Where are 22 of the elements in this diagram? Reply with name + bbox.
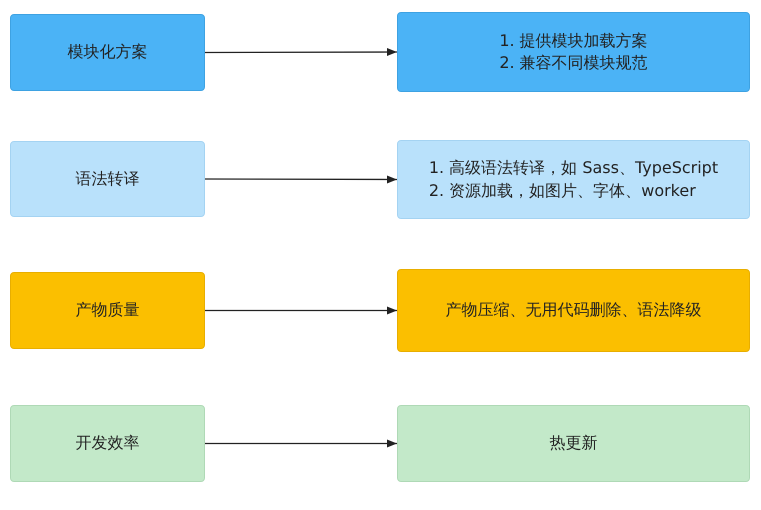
category-box bbox=[10, 272, 205, 349]
box-text: 热更新 bbox=[550, 432, 598, 454]
box-text: 1. 高级语法转译，如 Sass、TypeScript bbox=[428, 157, 718, 180]
category-box bbox=[10, 141, 205, 217]
box-text: 2. 兼容不同模块规范 bbox=[499, 52, 648, 74]
box-text: 开发效率 bbox=[76, 432, 140, 454]
box-text: 语法转译 bbox=[76, 168, 140, 190]
box-text: 2. 资源加载，如图片、字体、worker bbox=[428, 180, 696, 202]
category-box bbox=[10, 405, 205, 482]
result-box bbox=[397, 269, 750, 352]
box-text: 模块化方案 bbox=[68, 41, 148, 64]
result-box bbox=[397, 12, 750, 92]
result-box bbox=[397, 140, 750, 219]
arrow bbox=[205, 48, 397, 56]
box-text: 产物质量 bbox=[76, 299, 140, 322]
arrow bbox=[205, 306, 397, 314]
category-box bbox=[10, 14, 205, 91]
arrow bbox=[205, 175, 397, 184]
result-box bbox=[397, 405, 750, 482]
box-text: 产物压缩、无用代码删除、语法降级 bbox=[446, 299, 702, 322]
arrow bbox=[205, 440, 397, 448]
box-text: 1. 提供模块加载方案 bbox=[499, 30, 648, 52]
